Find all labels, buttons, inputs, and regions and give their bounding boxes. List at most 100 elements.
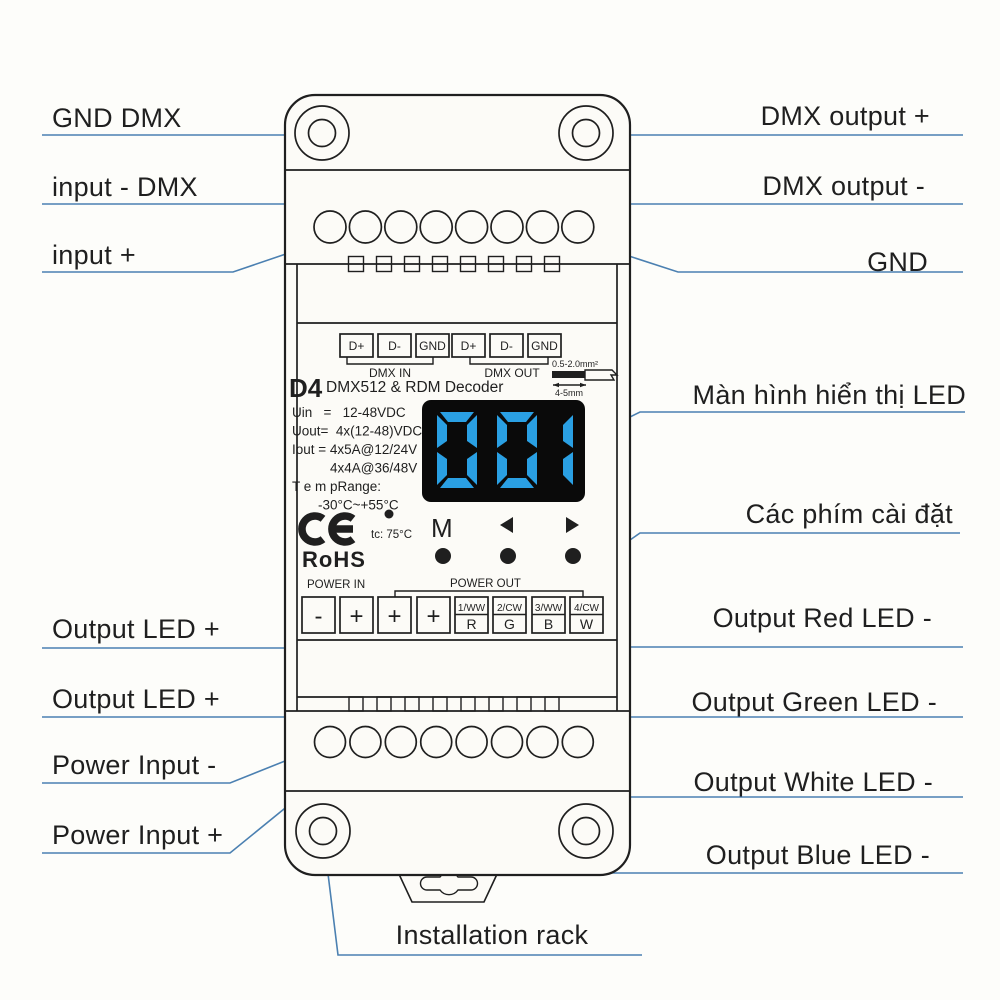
screw-square (403, 255, 421, 273)
segment (500, 412, 534, 422)
terminal-box (339, 333, 374, 358)
callout-led-display-line (587, 411, 965, 439)
wire-hole (490, 725, 524, 759)
power-plus-terminal: + (387, 603, 401, 630)
channel-4-code: 4/CW (574, 603, 600, 614)
dmx-in-bracket (346, 357, 434, 365)
channel-4-color: W (580, 616, 594, 632)
label-output-white-led: Output White LED - (694, 767, 934, 797)
terminal-box (377, 596, 412, 634)
left-button (500, 548, 516, 564)
mode-button-label: M (431, 513, 453, 543)
mount-hole-top-left-inner (307, 118, 337, 148)
led-display-bezel (422, 400, 585, 502)
dmx-out-label: DMX OUT (484, 366, 540, 380)
label-output-blue-led: Output Blue LED - (706, 840, 930, 870)
mount-hole-bottom-right-inner (571, 816, 601, 846)
wire-hole (561, 725, 595, 759)
power-plus-terminal: + (349, 603, 363, 630)
terminal-box (339, 596, 374, 634)
wire-hole (313, 210, 347, 244)
screw-square (376, 696, 392, 712)
power-plus-terminal: + (426, 603, 440, 630)
screw-square (488, 696, 504, 712)
label-output-red-led: Output Red LED - (713, 603, 932, 633)
spec-uin: Uin = 12-48VDC (292, 405, 406, 420)
dimension-arrow-left (553, 382, 559, 388)
wire-insulation-bar (552, 371, 585, 378)
mount-hole-top-right-outer (558, 105, 614, 161)
mounting-holes (294, 105, 614, 859)
label-input-plus: input + (52, 240, 136, 270)
segment (527, 415, 537, 448)
din-mounting-tab (396, 871, 500, 903)
screw-square (460, 696, 476, 712)
terminal-box (416, 596, 451, 634)
wire-hole (560, 210, 595, 244)
model-number: D4 (289, 373, 323, 403)
screw-square (375, 255, 393, 273)
label-dmx-output-minus: DMX output - (762, 171, 925, 201)
rohs-label: RoHS (302, 547, 366, 572)
terminal-box (377, 333, 412, 358)
segment (437, 415, 447, 448)
screw-square (347, 255, 365, 273)
spec-block: Uin = 12-48VDC Uout= 4x(12-48)VDC Iout =… (292, 405, 422, 513)
channel-1-code: 1/WW (458, 603, 486, 614)
dmx-in-label: DMX IN (369, 366, 411, 380)
wire-hole (526, 725, 559, 759)
spec-iout-2: 4x4A@36/48V (330, 461, 417, 476)
strip-length-label: 4-5mm (555, 388, 583, 398)
power-out-bracket (394, 590, 584, 597)
mode-button (435, 548, 451, 564)
wire-hole (419, 725, 453, 759)
terminal-label-gnd-in: GND (419, 339, 446, 353)
wire-hole (383, 210, 418, 244)
terminal-label-dminus-out: D- (500, 339, 513, 353)
device-title: DMX512 & RDM Decoder (326, 379, 503, 396)
terminal-label-gnd-out: GND (531, 339, 558, 353)
mount-hole-bottom-right-outer (558, 803, 614, 859)
label-gnd: GND (867, 247, 928, 277)
terminal-box (527, 333, 562, 358)
ce-mark-icon (298, 512, 326, 546)
spec-temp-range: T e m pRange: (292, 479, 381, 494)
terminal-label-dplus-out: D+ (461, 339, 477, 353)
channel-3-code: 3/WW (535, 603, 563, 614)
screw-square (516, 696, 532, 712)
power-in-label: POWER IN (307, 579, 365, 591)
top-wire-holes (313, 210, 595, 244)
label-output-led-plus-2: Output LED + (52, 684, 220, 714)
terminal-label-dplus-in: D+ (349, 339, 365, 353)
setting-buttons: M (431, 513, 581, 564)
label-input-minus-dmx: input - DMX (52, 172, 198, 202)
right-button (565, 548, 581, 564)
channel-2-color: G (504, 616, 515, 632)
left-arrow-icon (500, 517, 513, 533)
screw-square (487, 255, 505, 273)
wire-hole (525, 210, 560, 244)
wire-hole (349, 725, 382, 759)
screw-square (432, 696, 448, 712)
label-power-input-minus: Power Input - (52, 750, 216, 780)
terminal-box (489, 333, 524, 358)
spec-temp-values: -30°C~+55°C (318, 498, 399, 513)
segment (527, 452, 537, 485)
top-terminal-screw-squares (347, 255, 561, 273)
segment (440, 478, 474, 488)
label-installation-rack: Installation rack (396, 920, 589, 950)
tc-dot (384, 509, 394, 519)
screw-square (348, 696, 364, 712)
channel-2-code: 2/CW (497, 603, 523, 614)
mount-hole-top-left-outer (294, 105, 350, 161)
wire-hole (384, 725, 418, 759)
mount-hole-bottom-left-inner (308, 816, 338, 846)
segment (467, 452, 477, 485)
segment (500, 478, 534, 488)
label-output-led-plus-1: Output LED + (52, 614, 220, 644)
screw-square (515, 255, 533, 273)
terminal-box (301, 596, 336, 634)
label-dmx-output-plus: DMX output + (761, 101, 930, 131)
ce-mark-icon (328, 512, 356, 546)
led-display (422, 400, 585, 502)
